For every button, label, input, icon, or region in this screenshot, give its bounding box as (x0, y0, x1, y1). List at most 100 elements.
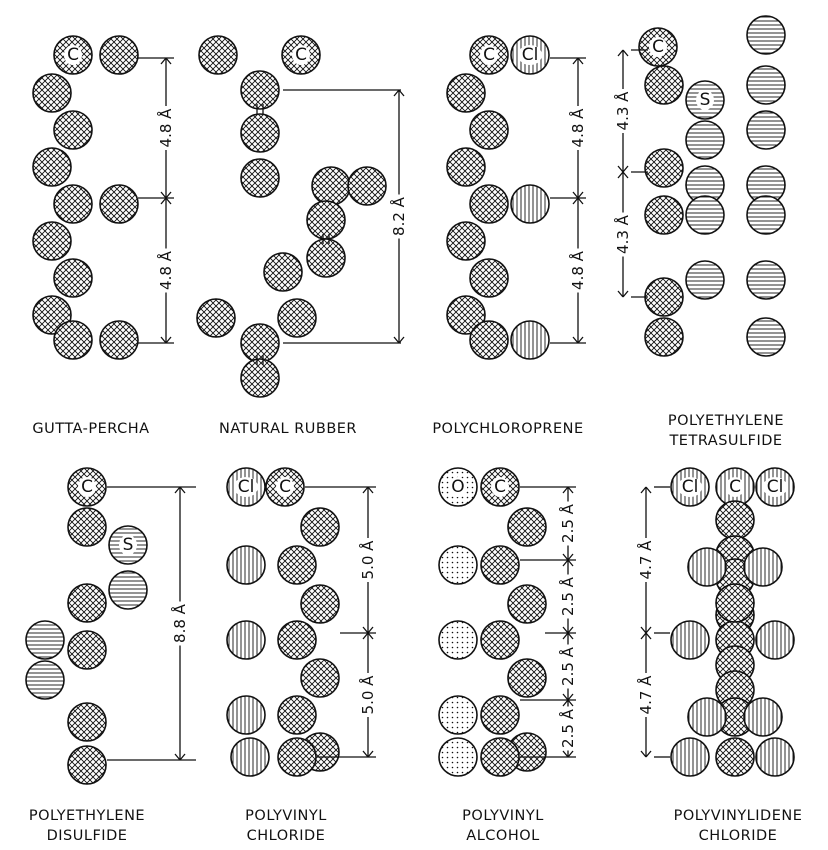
atom-label: Cl (682, 477, 699, 497)
atom-s (108, 570, 148, 610)
atom-label: C (494, 477, 506, 497)
panel-caption: POLYVINYL (245, 808, 327, 824)
atom-cl (670, 737, 710, 777)
spacing-label: 5.0 Å (358, 675, 377, 715)
atom-label: C (729, 477, 741, 497)
atom-cl (510, 184, 550, 224)
atom-s (746, 260, 786, 300)
atom-c (480, 620, 520, 660)
panel-caption: DISULFIDE (47, 828, 128, 844)
spacing-label: 4.7 Å (636, 675, 655, 715)
atom-label: C (295, 45, 307, 65)
spacing-label: 2.5 Å (558, 646, 577, 686)
atom-c (306, 238, 346, 278)
atom-s (25, 660, 65, 700)
atom-label: C (67, 45, 79, 65)
atom-c (67, 702, 107, 742)
spacing-label: 4.8 Å (568, 250, 587, 290)
atom-c (300, 584, 340, 624)
atom-c (715, 737, 755, 777)
atom-c (507, 507, 547, 547)
atom-cl (230, 737, 270, 777)
atom-c (446, 147, 486, 187)
atom-c (53, 184, 93, 224)
atom-c (99, 35, 139, 75)
atom-c (240, 323, 280, 363)
panel-caption: TETRASULFIDE (668, 433, 782, 449)
atom-c (32, 221, 72, 261)
spacing-label: 4.8 Å (156, 108, 175, 148)
atom-c (469, 110, 509, 150)
atom-cl (510, 320, 550, 360)
atom-c (67, 507, 107, 547)
atom-c (507, 584, 547, 624)
atom-label: Cl (522, 45, 539, 65)
atom-cl (226, 545, 266, 585)
atom-c (300, 507, 340, 547)
panel-caption: CHLORIDE (699, 828, 778, 844)
atom-cl (226, 620, 266, 660)
atom-o (438, 737, 478, 777)
panel-caption: POLYCHLOROPRENE (432, 421, 583, 437)
atom-c (240, 358, 280, 398)
atom-s (746, 15, 786, 55)
atom-c (300, 658, 340, 698)
atom-c (53, 258, 93, 298)
atom-c (196, 298, 236, 338)
atom-label: C (652, 37, 664, 57)
atom-cl (226, 695, 266, 735)
atom-cl (755, 737, 795, 777)
panel-natural-rubber: C 8.2 Å NATURAL RUBBER (196, 35, 408, 437)
atom-s (746, 195, 786, 235)
spacing-label: 8.8 Å (170, 603, 189, 643)
atom-cl (687, 697, 727, 737)
atom-c (277, 620, 317, 660)
atom-label: S (123, 535, 134, 555)
spacing-label: 8.2 Å (389, 196, 408, 236)
atom-label: C (279, 477, 291, 497)
spacing-label: 2.5 Å (558, 708, 577, 748)
atom-c (240, 70, 280, 110)
spacing-label: 2.5 Å (558, 503, 577, 543)
panel-caption: GUTTA-PERCHA (32, 421, 149, 437)
atom-c (644, 148, 684, 188)
atom-s (746, 317, 786, 357)
atom-c (469, 184, 509, 224)
atom-cl (670, 620, 710, 660)
atom-c (480, 737, 520, 777)
atom-c (469, 258, 509, 298)
panel-caption: POLYVINYL (462, 808, 544, 824)
panel-caption: NATURAL RUBBER (219, 421, 357, 437)
atom-s (25, 620, 65, 660)
atom-o (438, 545, 478, 585)
atom-c (446, 295, 486, 335)
atom-label: Cl (767, 477, 784, 497)
atom-c (644, 277, 684, 317)
atom-s (746, 110, 786, 150)
spacing-label: 2.5 Å (558, 576, 577, 616)
atom-c (99, 320, 139, 360)
atom-s (685, 195, 725, 235)
atom-cl (687, 547, 727, 587)
atom-c (240, 158, 280, 198)
atom-c (32, 73, 72, 113)
atom-c (277, 695, 317, 735)
atom-c (480, 695, 520, 735)
panel-caption: CHLORIDE (247, 828, 326, 844)
spacing-label: 4.3 Å (613, 91, 632, 131)
atom-c (446, 221, 486, 261)
atom-c (277, 545, 317, 585)
spacing-label: 4.8 Å (156, 250, 175, 290)
atom-label: Cl (238, 477, 255, 497)
panel-caption: POLYETHYLENE (29, 808, 145, 824)
atom-s (685, 120, 725, 160)
atom-o (438, 695, 478, 735)
spacing-label: 4.3 Å (613, 214, 632, 254)
atom-c (644, 317, 684, 357)
spacing-label: 4.8 Å (568, 108, 587, 148)
atom-c (446, 73, 486, 113)
atom-label: S (700, 90, 711, 110)
